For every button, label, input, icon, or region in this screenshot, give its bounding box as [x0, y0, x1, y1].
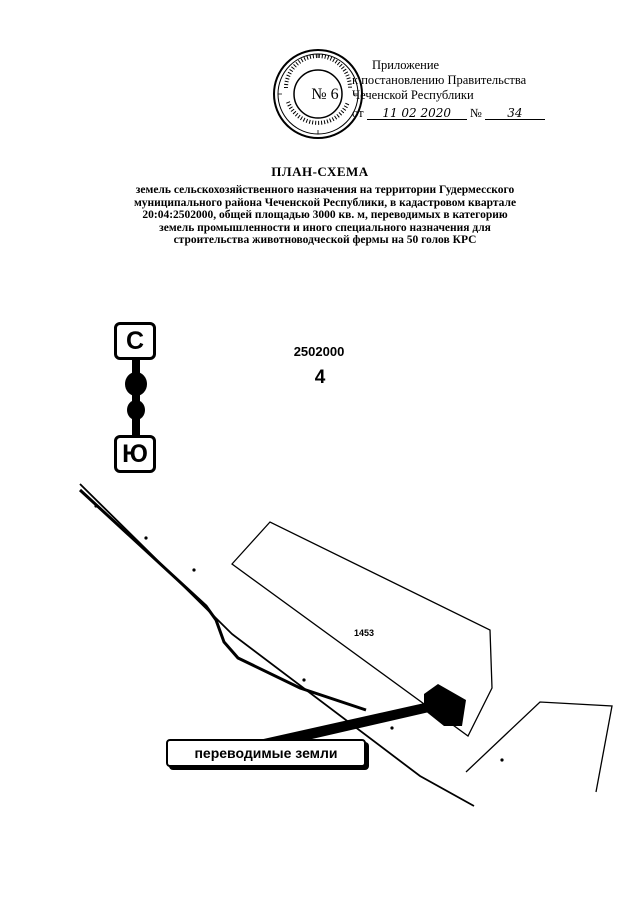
transferred-land-area — [424, 684, 466, 726]
number-label: № — [469, 106, 482, 120]
compass-arrow-icon — [125, 358, 147, 438]
survey-point — [94, 504, 98, 508]
survey-point — [500, 758, 504, 762]
survey-point — [390, 726, 394, 730]
neighbour-parcel — [465, 701, 613, 793]
compass-north: С — [114, 322, 156, 360]
callout-label: переводимые земли — [166, 739, 366, 767]
appendix-header: Приложение к постановлению Правительства… — [352, 58, 602, 121]
official-seal — [273, 49, 363, 139]
parcel-number: 1453 — [354, 628, 375, 638]
appendix-line-1: Приложение — [372, 58, 440, 72]
survey-point — [144, 536, 148, 540]
appendix-line-2: к постановлению Правительства — [352, 73, 527, 87]
from-label: от — [352, 106, 364, 120]
appendix-number: 34 — [484, 107, 545, 120]
appendix-date-line: от 11 02 2020 № 34 — [352, 106, 602, 121]
subtitle-line-4: земель промышленности и иного специально… — [159, 221, 491, 234]
survey-point — [302, 678, 306, 682]
subtitle-line-3: 20:04:2502000, общей площадью 3000 кв. м… — [142, 209, 508, 221]
subtitle-line-2: муниципального района Чеченской Республи… — [133, 196, 517, 209]
appendix-line-3: Чеченской Республики — [352, 88, 474, 102]
survey-point — [192, 568, 196, 572]
subtitle-line-1: земель сельскохозяйственного назначения … — [135, 184, 515, 196]
page-title: ПЛАН-СХЕМА — [271, 164, 369, 179]
compass-south: Ю — [114, 435, 156, 473]
document-subtitle: земель сельскохозяйственного назначения … — [80, 184, 570, 247]
cadastral-quarter-number: 4 — [314, 367, 326, 388]
appendix-date: 11 02 2020 — [366, 107, 467, 120]
seal-number: № 6 — [311, 86, 339, 103]
subtitle-line-5: строительства животноводческой фермы на … — [173, 234, 477, 246]
road-axis — [78, 488, 367, 712]
cadastral-quarter-code: 2502000 — [293, 344, 345, 359]
cadastral-map — [78, 483, 613, 807]
